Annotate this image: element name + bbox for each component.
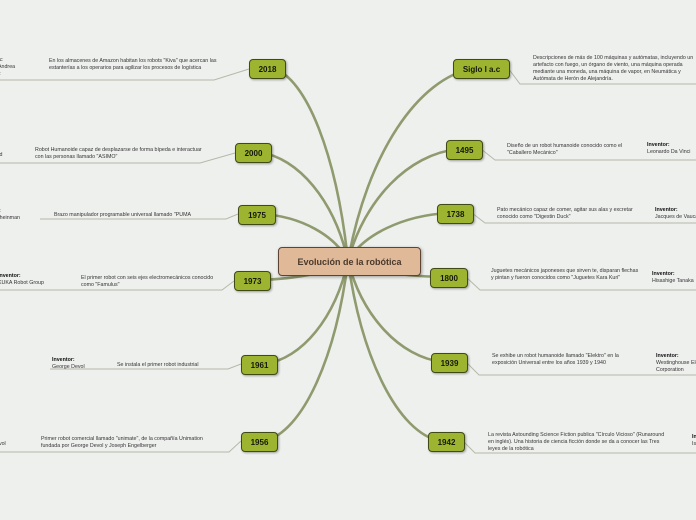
branch-left-5 (263, 259, 350, 443)
connector-left-0 (0, 68, 250, 81)
inventor-label: Inventor: (655, 207, 678, 213)
inventor-name: Isaac Asimov (692, 441, 696, 447)
year-node-left-2[interactable]: 1975 (238, 205, 276, 225)
connector-right-5 (462, 440, 696, 454)
inventor-name: cheinman (0, 215, 20, 221)
inventor-name: George Devol (52, 364, 85, 370)
description-right-4[interactable]: Se exhibe un robot humanoide llamado "El… (492, 353, 619, 366)
year-node-right-3[interactable]: 1800 (430, 268, 468, 288)
inventor-label: Inventor: (647, 142, 670, 148)
branch-right-0 (346, 66, 476, 263)
inventor-label: Inventor: (652, 271, 675, 277)
branch-left-1 (257, 150, 350, 263)
inventor-right-1[interactable]: Inventor:Leonardo Da Vinci (647, 142, 691, 156)
inventor-left-0[interactable]: s:Andreaz (0, 57, 15, 78)
description-left-5[interactable]: Primer robot comercial llamado "unimate"… (41, 436, 203, 449)
description-right-2[interactable]: Pato mecánico capaz de comer, agitar sus… (497, 207, 633, 220)
year-node-left-1[interactable]: 2000 (235, 143, 272, 163)
year-node-right-1[interactable]: 1495 (446, 140, 483, 160)
year-node-left-3[interactable]: 1973 (234, 271, 271, 291)
year-node-right-0[interactable]: Siglo I a.c (453, 59, 510, 79)
inventor-label: r: (0, 434, 6, 441)
description-left-4[interactable]: Se instala el primer robot industrial (117, 362, 199, 368)
inventor-label: Inventor: (0, 273, 21, 279)
inventor-name: Hisashige Tanaka (652, 278, 694, 284)
description-left-2[interactable]: Brazo manipulador programable universal … (54, 212, 192, 218)
inventor-left-3[interactable]: Inventor:KUKA Robot Group (0, 273, 44, 287)
inventor-label: s: (0, 57, 3, 63)
inventor-left-2[interactable]: r:cheinman (0, 208, 20, 222)
inventor-name: evol (0, 441, 6, 447)
description-left-0[interactable]: En los almacenes de Amazon habitan los r… (49, 58, 217, 71)
branch-right-4 (346, 259, 444, 364)
description-right-5[interactable]: La revista Astounding Science Fiction pu… (488, 432, 665, 452)
inventor-name: KUKA Robot Group (0, 280, 44, 286)
inventor-left-1[interactable]: td (0, 152, 2, 159)
inventor-name: Corporation (656, 367, 684, 373)
inventor-right-5[interactable]: Inventor:Isaac Asimov (692, 434, 696, 448)
connector-left-4 (50, 363, 242, 370)
connector-right-4 (465, 361, 696, 376)
connector-right-0 (507, 67, 696, 85)
inventor-name: z (0, 71, 15, 78)
connector-right-2 (471, 212, 696, 224)
year-node-right-5[interactable]: 1942 (428, 432, 465, 452)
year-node-left-0[interactable]: 2018 (249, 59, 286, 79)
inventor-label: Inventor: (52, 357, 75, 363)
inventor-name: td (0, 152, 3, 158)
branch-right-5 (346, 259, 441, 443)
connector-left-2 (40, 213, 239, 220)
inventor-right-4[interactable]: Inventor:Westinghouse ElectricCorporatio… (656, 353, 696, 374)
connector-right-1 (480, 148, 696, 161)
inventor-right-3[interactable]: Inventor:Hisashige Tanaka (652, 271, 694, 285)
inventor-name: Westinghouse Electric (656, 360, 696, 366)
central-topic[interactable]: Evolución de la robótica (278, 247, 421, 276)
connector-left-5 (0, 440, 242, 453)
inventor-name: Jacques de Vaucanson (655, 214, 696, 220)
inventor-label: Inventor: (692, 434, 696, 440)
description-left-1[interactable]: Robot Humanoide capaz de desplazarse de … (35, 147, 202, 160)
year-node-left-5[interactable]: 1956 (241, 432, 278, 452)
description-right-3[interactable]: Juguetes mecánicos japoneses que sirven … (491, 268, 639, 281)
inventor-label: Inventor: (656, 353, 679, 359)
description-right-1[interactable]: Diseño de un robot humanoide conocido co… (507, 143, 623, 156)
description-left-3[interactable]: El primer robot con seis ejes electromec… (81, 275, 214, 288)
inventor-left-5[interactable]: r:evol (0, 434, 6, 448)
year-node-right-2[interactable]: 1738 (437, 204, 474, 224)
inventor-name: Andrea (0, 64, 16, 70)
year-node-right-4[interactable]: 1939 (431, 353, 468, 373)
connector-right-3 (465, 276, 696, 291)
description-right-0[interactable]: Descripciones de más de 100 máquinas y a… (533, 55, 694, 82)
branch-right-1 (346, 147, 459, 263)
year-node-left-4[interactable]: 1961 (241, 355, 278, 375)
connector-left-1 (0, 152, 236, 164)
inventor-name: Leonardo Da Vinci (647, 149, 691, 155)
branch-left-0 (271, 66, 350, 263)
inventor-label: r: (0, 208, 20, 215)
inventor-left-4[interactable]: Inventor:George Devol (52, 357, 85, 371)
connector-left-3 (0, 280, 235, 291)
inventor-right-2[interactable]: Inventor:Jacques de Vaucanson (655, 207, 696, 221)
